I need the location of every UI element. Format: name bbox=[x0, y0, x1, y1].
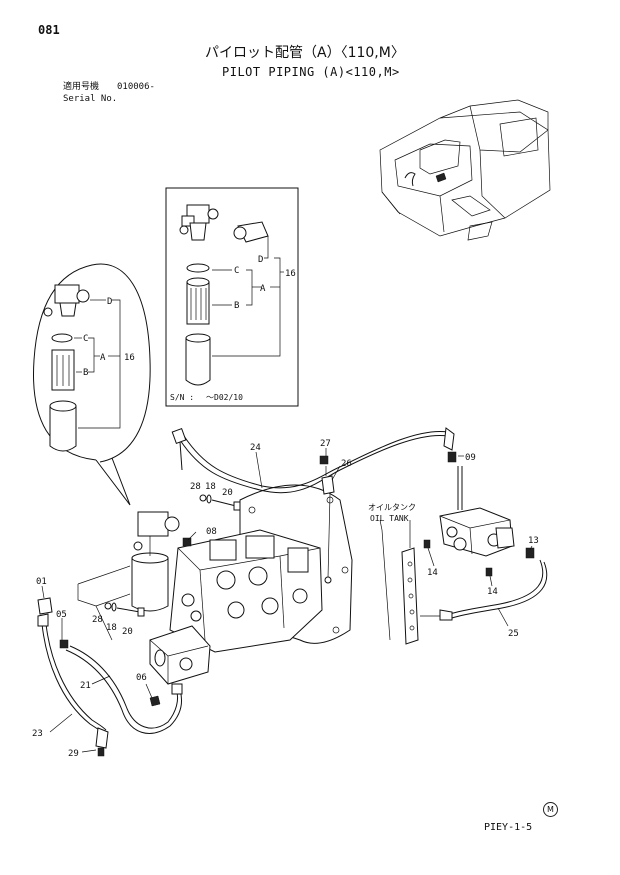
letter-b-inset: B bbox=[234, 301, 239, 311]
excavator-location-sketch bbox=[379, 99, 551, 241]
pilot-valve-block bbox=[423, 466, 535, 577]
hose-25 bbox=[420, 559, 548, 621]
m-mark: M bbox=[543, 802, 558, 817]
callout-27: 27 bbox=[320, 439, 331, 449]
callout-21: 21 bbox=[80, 681, 91, 691]
letter-a-detail: A bbox=[100, 353, 106, 363]
page-number: 081 bbox=[38, 23, 60, 37]
callout-28-upper: 28 bbox=[190, 482, 201, 492]
callout-26: 26 bbox=[341, 459, 352, 469]
hose-21 bbox=[59, 639, 183, 734]
callout-14-left: 14 bbox=[427, 568, 438, 578]
oil-tank-label-jp: オイルタンク bbox=[368, 503, 416, 512]
callout-20-lower: 20 bbox=[122, 627, 133, 637]
title-japanese: パイロット配管（A）〈110,M〉 bbox=[205, 45, 405, 61]
serial-label-en: Serial No. bbox=[63, 94, 118, 104]
callout-28-lower: 28 bbox=[92, 615, 103, 625]
callout-01: 01 bbox=[36, 577, 47, 587]
sn-label: S/N : bbox=[170, 393, 194, 402]
sn-value: ～D02/10 bbox=[206, 393, 243, 402]
filter-inset-box bbox=[165, 187, 299, 407]
letter-d-detail: D bbox=[107, 297, 112, 307]
pump-assembly bbox=[131, 484, 353, 685]
letter-b-detail: B bbox=[83, 368, 88, 378]
callout-16-inset: 16 bbox=[285, 269, 296, 279]
serial-label-jp: 適用号機 bbox=[63, 82, 100, 92]
title-english: PILOT PIPING (A)<110,M> bbox=[222, 65, 400, 79]
callout-05: 05 bbox=[56, 610, 67, 620]
callout-14-right: 14 bbox=[487, 587, 498, 597]
callout-06: 06 bbox=[136, 673, 147, 683]
callout-18-upper: 18 bbox=[205, 482, 216, 492]
letter-c-inset: C bbox=[234, 266, 239, 276]
callout-23: 23 bbox=[32, 729, 43, 739]
callout-29: 29 bbox=[68, 749, 79, 759]
callout-24: 24 bbox=[250, 443, 261, 453]
bolt-set-lower bbox=[104, 602, 145, 617]
callout-08: 08 bbox=[206, 527, 217, 537]
leader-lines bbox=[41, 448, 533, 753]
callout-18-lower: 18 bbox=[106, 623, 117, 633]
fitting-09 bbox=[447, 451, 464, 463]
filter-detail-circle bbox=[33, 263, 151, 506]
letter-c-detail: C bbox=[83, 334, 88, 344]
callout-25: 25 bbox=[508, 629, 519, 639]
callout-20-upper: 20 bbox=[222, 488, 233, 498]
callout-16-detail: 16 bbox=[124, 353, 135, 363]
hose-23 bbox=[37, 597, 109, 757]
callout-09: 09 bbox=[465, 453, 476, 463]
serial-value: 010006- bbox=[117, 82, 155, 92]
callout-numbers: 24 27 26 09 28 18 20 08 01 05 28 18 20 0… bbox=[32, 439, 539, 759]
callout-13: 13 bbox=[528, 536, 539, 546]
bolt-set-upper bbox=[199, 494, 241, 511]
letter-d-inset: D bbox=[258, 255, 263, 265]
fitting-26-27 bbox=[319, 455, 335, 584]
letter-a-inset: A bbox=[260, 284, 266, 294]
bracket-outline bbox=[77, 565, 131, 641]
footer-code: PIEY-1-5 bbox=[484, 822, 533, 833]
oil-tank-label-en: OIL TANK bbox=[370, 514, 409, 523]
oil-tank-bracket bbox=[379, 519, 419, 645]
